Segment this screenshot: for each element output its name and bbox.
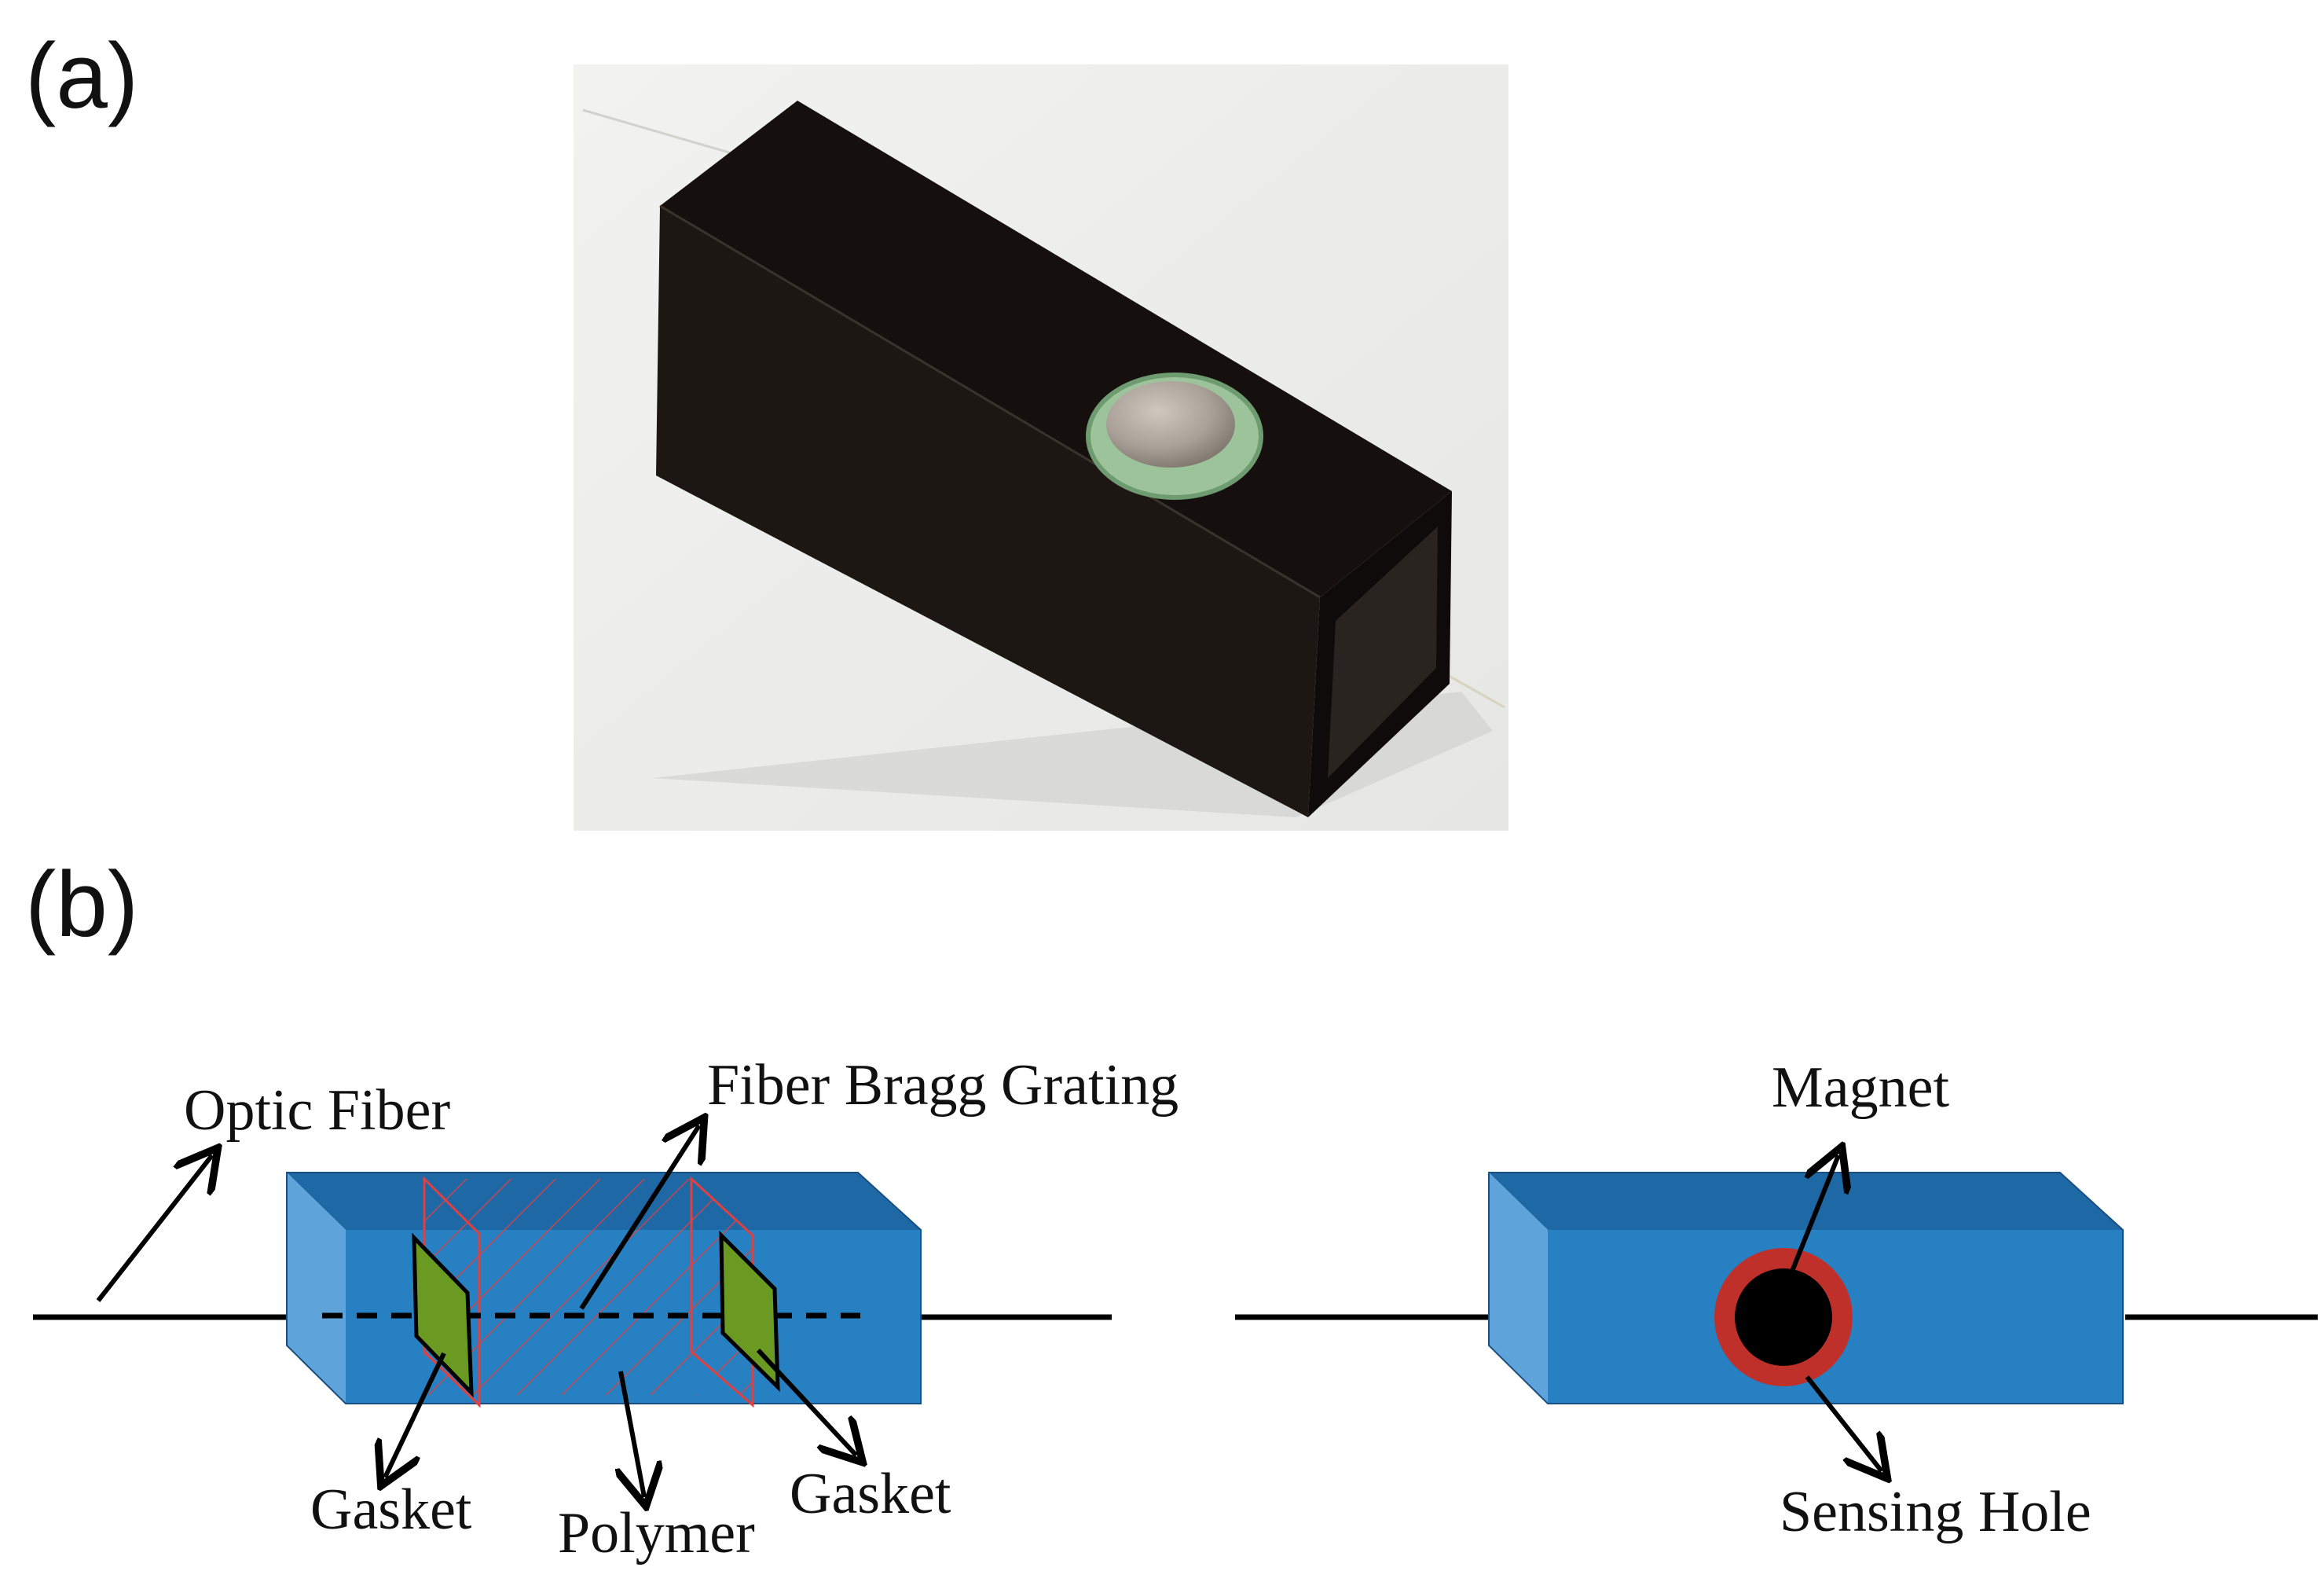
photo-magnet [1106,381,1235,468]
magnet-disc [1735,1268,1832,1366]
photo-block-edge [659,204,1321,599]
label-fiber-bragg-grating: Fiber Bragg Grating [707,1053,1178,1118]
block-side-face-right [1489,1173,1548,1404]
arrow-gasket-left [385,1352,446,1477]
block-outline [286,1172,922,1404]
label-magnet: Magnet [1772,1055,1949,1120]
arrow-gasket-right [756,1348,856,1455]
schematic-right: Magnet Sensing Hole [1235,1055,2318,1544]
photo-block-front [656,206,1320,817]
arrow-sensing-hole [1805,1375,1882,1471]
block-side-face [287,1173,346,1404]
arrow-polymer [621,1371,644,1497]
block-outline-right [1488,1172,2124,1404]
panel-label-b: (b) [25,853,139,956]
photo-block-top [660,101,1452,597]
photo-block-end-opening [1328,527,1438,778]
panel-label-a: (a) [25,24,139,128]
sensor-photo [574,64,1508,831]
label-gasket-right: Gasket [790,1462,951,1526]
label-gasket-left: Gasket [310,1477,472,1542]
arrow-fiber-bragg-grating [579,1125,699,1310]
schematic-left: Optic Fiber Fiber Bragg Grating Gasket P… [33,1053,1178,1565]
arrow-magnet [1789,1155,1838,1275]
arrow-optic-fiber [96,1155,212,1302]
label-optic-fiber: Optic Fiber [184,1078,450,1143]
label-sensing-hole: Sensing Hole [1780,1480,2091,1544]
gasket-right [719,1230,780,1393]
gasket-left [412,1232,474,1398]
block-top-face-right [1489,1173,2123,1230]
label-polymer: Polymer [558,1501,755,1565]
